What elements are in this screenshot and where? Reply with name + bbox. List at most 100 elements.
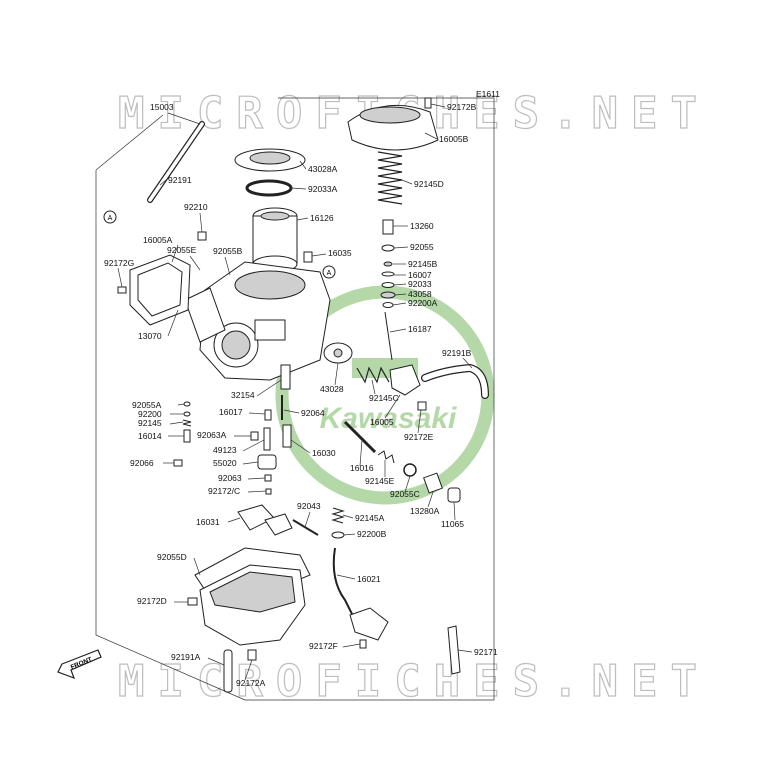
part-label-92055a: 92055A (132, 400, 162, 410)
part-label-92055c: 92055C (390, 489, 420, 499)
part-label-92172g: 92172G (104, 258, 134, 268)
screw-92172e (417, 401, 427, 411)
diagram-code: E1611 (476, 89, 500, 99)
spring-92145d (377, 151, 403, 205)
screw-92210 (197, 231, 207, 241)
part-label-92200a: 92200A (408, 298, 438, 308)
plug-92066 (173, 459, 183, 467)
svg-text:A: A (108, 215, 113, 222)
leader-line-92064 (283, 409, 300, 414)
part-label-16005: 16005 (370, 417, 394, 427)
leader-line-92172a (244, 659, 253, 681)
leader-line-92191 (159, 179, 167, 186)
screw-16035 (303, 251, 313, 263)
part-label-49123: 49123 (213, 445, 237, 455)
bracket-16021 (349, 607, 389, 641)
watermark-bottom-text: MICROFICHES.NET (118, 656, 698, 707)
carburetor-body (184, 261, 331, 381)
part-label-16035: 16035 (328, 248, 352, 258)
leader-line-92172c (247, 490, 267, 493)
top-cover-16005b (347, 97, 439, 151)
leader-line-92145a (342, 514, 354, 519)
part-label-92145d: 92145D (414, 179, 444, 189)
oring-92200b (331, 531, 345, 539)
tube-32154 (280, 364, 291, 390)
part-label-13260: 13260 (410, 221, 434, 231)
part-label-55020: 55020 (213, 458, 237, 468)
plug-92063a (250, 431, 259, 441)
float-55020 (257, 454, 277, 470)
part-label-16030: 16030 (312, 448, 336, 458)
part-label-15003: 15003 (150, 102, 174, 112)
leader-line-92172f (342, 643, 361, 648)
screw-92172g (117, 286, 127, 294)
leader-line-13070 (167, 309, 179, 337)
part-label-92191: 92191 (168, 175, 192, 185)
leader-line-43028a (299, 160, 307, 170)
part-label-13280a: 13280A (410, 506, 440, 516)
leader-line-16187 (389, 328, 407, 333)
part-label-92145a: 92145A (355, 513, 385, 523)
part-label-92172d: 92172D (137, 596, 167, 606)
leader-line-92172e (417, 409, 422, 434)
part-label-92145b: 92145B (408, 259, 438, 269)
leader-line-16005a (171, 244, 179, 263)
part-label-92172c: 92172/C (208, 486, 240, 496)
screw-92172c (265, 488, 272, 495)
frame-leader (95, 114, 164, 171)
part-label-16005a: 16005A (143, 235, 173, 245)
watermark-logo-text: Kawasaki (320, 402, 457, 435)
part-label-16014: 16014 (138, 431, 162, 441)
needle-49123 (263, 427, 271, 451)
part-label-92033: 92033 (408, 279, 432, 289)
leader-line-16005 (384, 394, 401, 419)
leader-line-16021 (336, 574, 356, 580)
leader-line-92063 (247, 477, 266, 480)
part-label-92200b: 92200B (357, 529, 387, 539)
float-16031 (237, 504, 293, 536)
leader-line-92191b (462, 357, 473, 369)
part-label-92063: 92063 (218, 473, 242, 483)
side-cover-16005a (129, 254, 191, 326)
leader-line-16030 (290, 439, 311, 454)
float-bowl (199, 564, 306, 646)
cap-11065 (447, 487, 461, 503)
leader-line-92200b (343, 533, 356, 536)
part-label-11065: 11065 (441, 519, 464, 529)
leader-line-16016 (359, 439, 363, 467)
part-label-13070: 13070 (138, 331, 162, 341)
part-label-16031: 16031 (196, 517, 220, 527)
leader-line-16017 (248, 412, 266, 415)
oring-92055c (403, 463, 417, 477)
leader-line-16031 (227, 517, 241, 523)
plug-92063 (264, 474, 272, 482)
leader-line-32154 (256, 379, 282, 397)
leader-line-92200a (392, 302, 407, 306)
ref-marker-right: A (322, 265, 336, 279)
leader-line-16126 (296, 217, 309, 221)
cable-rod-15003 (147, 121, 205, 203)
part-label-16017: 16017 (219, 407, 243, 417)
leader-line-16005b (424, 132, 438, 140)
clip-92171 (447, 625, 461, 675)
piston-16126 (252, 207, 298, 273)
leader-line-92191a (207, 657, 225, 666)
part-label-92145: 92145 (138, 418, 162, 428)
part-label-43028: 43028 (320, 384, 344, 394)
part-label-92172a: 92172A (236, 678, 266, 688)
part-label-43058: 43058 (408, 289, 432, 299)
cover-16005 (389, 364, 421, 396)
leader-line-13280a (427, 491, 434, 508)
leader-line-16035 (311, 253, 327, 257)
part-label-92063a: 92063A (197, 430, 227, 440)
screw-16014 (183, 429, 191, 443)
leader-line-92172g (117, 267, 123, 288)
leader-line-49123 (242, 439, 265, 452)
cable-16021 (332, 547, 356, 621)
part-label-92145e: 92145E (365, 476, 395, 486)
part-label-92055b: 92055B (213, 246, 243, 256)
spring-92145c (356, 366, 390, 384)
part-label-92055e: 92055E (167, 245, 197, 255)
